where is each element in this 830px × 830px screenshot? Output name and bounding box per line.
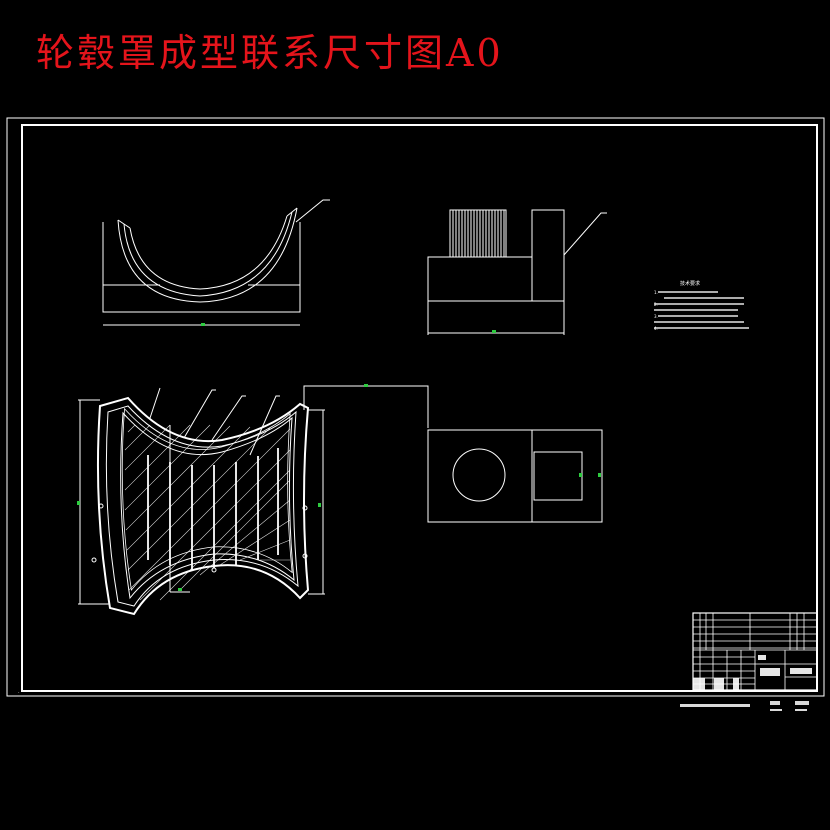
technical-notes-heading: 技术要求	[680, 280, 700, 287]
svg-text:.: .	[18, 689, 20, 695]
dimension-mark	[201, 323, 205, 326]
front-view-outline	[102, 222, 301, 313]
lug-hole	[211, 567, 217, 573]
technical-notes: 技术要求 1. 2. 3. 4.	[654, 280, 749, 331]
svg-text:1.: 1.	[654, 290, 658, 295]
leader-line	[149, 387, 161, 419]
hatch-pattern	[124, 424, 291, 601]
hatched-block	[449, 209, 507, 258]
plan-view	[77, 384, 429, 616]
leader-line	[563, 212, 607, 256]
dimension-mark	[598, 473, 601, 477]
dimension-mark	[178, 588, 182, 591]
dimension-mark	[579, 473, 582, 477]
inner-frame	[21, 124, 818, 692]
leader-line	[249, 395, 280, 456]
side-view	[427, 209, 607, 335]
outer-frame	[6, 117, 825, 697]
lug-hole	[98, 503, 104, 509]
top-view	[427, 429, 603, 523]
dimension-mark	[77, 501, 80, 505]
dimension-mark	[318, 503, 321, 507]
drawing-title: 轮毂罩成型联系尺寸图A0	[36, 31, 504, 75]
footer-marks	[680, 701, 809, 711]
title-block	[692, 612, 818, 691]
leader-line	[211, 395, 246, 441]
leader-line	[183, 389, 216, 439]
dimension-mark	[492, 330, 496, 333]
leader-line	[295, 199, 330, 223]
vertical-ribs	[147, 448, 279, 570]
svg-text:3.: 3.	[654, 314, 658, 319]
lug-hole	[302, 553, 308, 559]
front-view	[102, 199, 330, 326]
lug-hole	[302, 505, 308, 511]
dimension-mark	[364, 384, 368, 387]
lug-hole	[91, 557, 97, 563]
